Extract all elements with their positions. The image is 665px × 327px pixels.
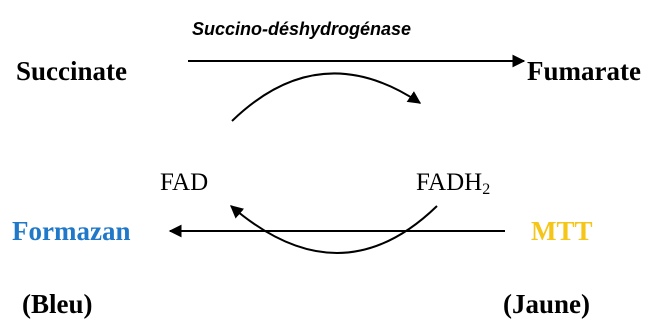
enzyme-label: Succino-déshydrogénase [192,19,412,39]
formazan-label: Formazan [12,216,131,246]
fad-label: FAD [160,169,209,196]
fad-reduction-arc [231,72,422,122]
fadh2-label: FADH2 [416,170,490,198]
mtt-label: MTT [531,216,593,246]
substrate-label: Succinate [16,56,127,86]
blue-color-label: (Bleu) [22,289,93,319]
yellow-color-label: (Jaune) [503,289,590,319]
fadh2-base: FADH [416,169,483,196]
fadh2-oxidation-arc [230,205,438,254]
fadh2-subscript: 2 [482,181,491,198]
product-label: Fumarate [527,56,641,86]
